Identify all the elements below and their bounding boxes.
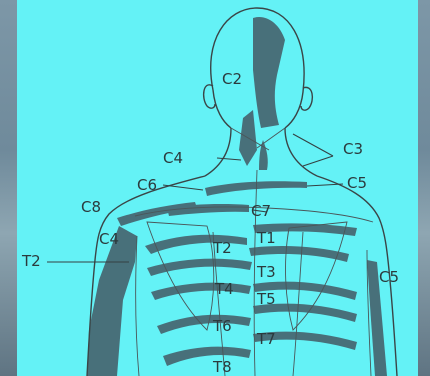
label-c4-shoulder: C4 — [99, 230, 119, 248]
label-t1: T1 — [256, 229, 276, 247]
label-t7: T7 — [256, 330, 276, 348]
dermatome-labels: C2 C3 C4 C5 C6 C7 C8 C4 C5 T1 T2 T2 T3 T… — [21, 70, 399, 376]
label-c6: C6 — [137, 176, 157, 194]
c6-leader — [163, 185, 203, 190]
left-armpit-line — [136, 236, 139, 376]
label-t2-center: T2 — [212, 239, 232, 257]
label-c7: C7 — [251, 202, 271, 220]
c2-band — [253, 17, 285, 128]
label-c2: C2 — [222, 70, 242, 88]
label-t5: T5 — [256, 290, 276, 308]
head-left-side — [213, 90, 231, 128]
label-c5-neck: C5 — [347, 174, 367, 192]
label-c8: C8 — [81, 198, 101, 216]
label-t4: T4 — [214, 280, 234, 298]
neck-fan-2 — [257, 128, 285, 148]
label-c5-arm: C5 — [379, 268, 399, 286]
left-arm-band — [87, 226, 137, 376]
t2-right-band — [249, 246, 349, 262]
label-t2-left: T2 — [21, 252, 41, 270]
c4-neck-leader — [217, 158, 241, 160]
label-c3: C3 — [343, 140, 363, 158]
neck-right — [285, 128, 317, 176]
neck-left — [205, 128, 231, 176]
t8-band — [163, 347, 251, 366]
t6-band — [157, 315, 251, 334]
dermatome-back-figure: C2 C3 C4 C5 C6 C7 C8 C4 C5 T1 T2 T2 T3 T… — [17, 0, 418, 376]
label-t3: T3 — [256, 263, 276, 281]
label-c4-neck: C4 — [163, 149, 183, 167]
label-t8: T8 — [212, 358, 232, 376]
c3-leader — [293, 134, 333, 166]
label-t6: T6 — [212, 317, 232, 335]
dermatome-diagram-panel: C2 C3 C4 C5 C6 C7 C8 C4 C5 T1 T2 T2 T3 T… — [17, 0, 418, 376]
t4-band — [151, 283, 251, 300]
c5-leader — [307, 184, 343, 186]
